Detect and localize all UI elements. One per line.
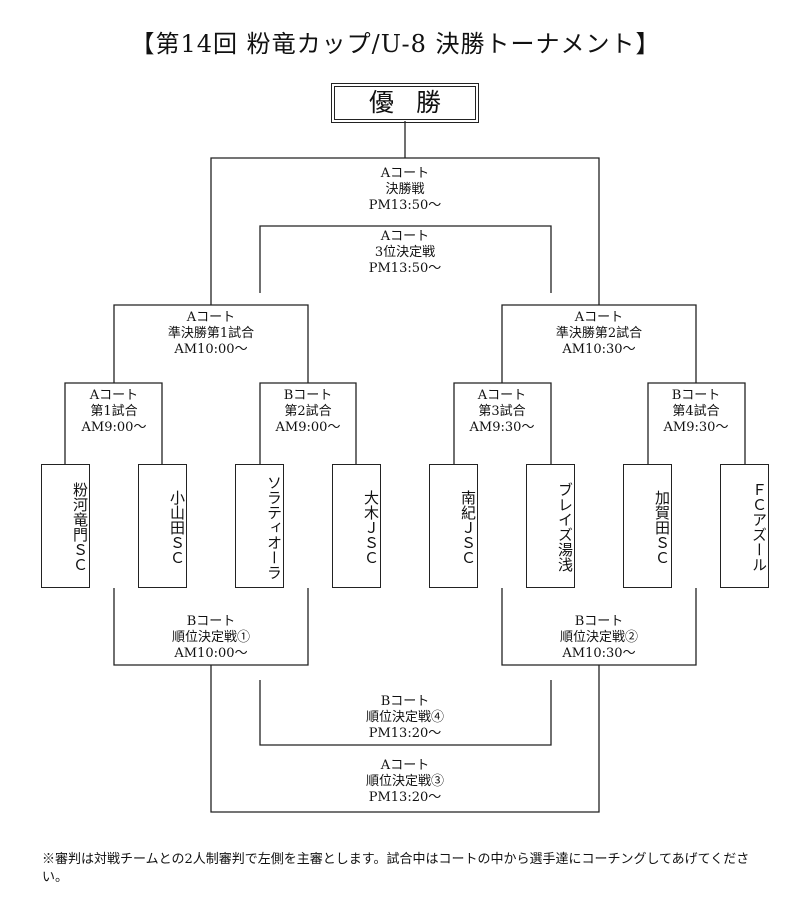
match-name: 順位決定戦② bbox=[559, 630, 639, 645]
match-name: 準決勝第1試合 bbox=[167, 326, 255, 341]
match-name: 準決勝第2試合 bbox=[555, 326, 643, 341]
match-name: 第2試合 bbox=[284, 404, 332, 419]
match-qf4: Bコート 第4試合 AM9:30～ bbox=[664, 388, 729, 436]
team-name: 南紀ＪＳＣ bbox=[459, 489, 477, 565]
court-label: Aコート bbox=[574, 310, 624, 325]
match-name: 決勝戦 bbox=[385, 182, 425, 197]
match-qf2: Bコート 第2試合 AM9:00～ bbox=[276, 388, 341, 436]
team-box: ソラティオーラ bbox=[235, 464, 284, 588]
team-box: ＦＣアズール bbox=[720, 464, 769, 588]
match-time: PM13:20～ bbox=[368, 790, 442, 805]
line-qf3 bbox=[453, 382, 552, 464]
footnote: ※審判は対戦チームとの2人制審判で左側を主審とします。試合中はコートの中から選手… bbox=[42, 852, 750, 885]
team-name: 小山田ＳＣ bbox=[168, 489, 186, 565]
line-qf1 bbox=[64, 382, 163, 464]
court-label: Aコート bbox=[186, 310, 236, 325]
team-box: 粉河竜門ＳＣ bbox=[41, 464, 90, 588]
match-rank4: Bコート 順位決定戦④ PM13:20～ bbox=[366, 694, 444, 742]
court-label: Bコート bbox=[574, 614, 624, 629]
team-name: ブレイズ湯浅 bbox=[556, 482, 574, 572]
court-label: Bコート bbox=[380, 694, 430, 709]
match-time: AM10:00～ bbox=[174, 646, 248, 661]
court-label: Aコート bbox=[380, 758, 430, 773]
match-time: AM9:00～ bbox=[81, 420, 147, 435]
line-semi1 bbox=[113, 304, 309, 383]
champion-box: 優勝 bbox=[331, 83, 479, 123]
match-time: PM13:50～ bbox=[368, 261, 442, 276]
team-box: 南紀ＪＳＣ bbox=[429, 464, 478, 588]
court-label: Aコート bbox=[380, 166, 430, 181]
match-rank3: Aコート 順位決定戦③ PM13:20～ bbox=[366, 758, 444, 806]
line-qf2 bbox=[259, 382, 357, 464]
match-time: PM13:20～ bbox=[368, 726, 442, 741]
match-name: 3位決定戦 bbox=[374, 245, 436, 260]
match-rank1: Bコート 順位決定戦① AM10:00～ bbox=[172, 614, 250, 662]
team-box: ブレイズ湯浅 bbox=[526, 464, 575, 588]
court-label: Bコート bbox=[186, 614, 236, 629]
match-third-place: Aコート 3位決定戦 PM13:50～ bbox=[369, 229, 442, 277]
team-name: ＦＣアズール bbox=[750, 482, 768, 572]
match-time: PM13:50～ bbox=[368, 198, 442, 213]
match-name: 第3試合 bbox=[478, 404, 526, 419]
page-title: 【第14回 粉竜カップ/U-8 決勝トーナメント】 bbox=[130, 30, 661, 58]
team-name: 大木ＪＳＣ bbox=[362, 489, 380, 565]
team-name: 粉河竜門ＳＣ bbox=[71, 482, 89, 572]
team-name: 加賀田ＳＣ bbox=[653, 489, 671, 565]
team-box: 小山田ＳＣ bbox=[138, 464, 187, 588]
match-qf3: Aコート 第3試合 AM9:30～ bbox=[470, 388, 535, 436]
match-qf1: Aコート 第1試合 AM9:00～ bbox=[82, 388, 147, 436]
team-box: 大木ＪＳＣ bbox=[332, 464, 381, 588]
team-box: 加賀田ＳＣ bbox=[623, 464, 672, 588]
match-time: AM10:30～ bbox=[562, 342, 636, 357]
match-name: 第1試合 bbox=[90, 404, 138, 419]
match-time: AM10:30～ bbox=[562, 646, 636, 661]
court-label: Bコート bbox=[283, 388, 333, 403]
line-rank3 bbox=[210, 665, 600, 813]
court-label: Aコート bbox=[477, 388, 527, 403]
match-name: 順位決定戦① bbox=[171, 630, 251, 645]
match-name: 順位決定戦③ bbox=[365, 774, 445, 789]
line-semi2 bbox=[501, 304, 697, 383]
match-time: AM9:30～ bbox=[663, 420, 729, 435]
line-third-place bbox=[259, 225, 552, 293]
court-label: Aコート bbox=[380, 229, 430, 244]
match-semi2: Aコート 準決勝第2試合 AM10:30～ bbox=[556, 310, 642, 358]
match-time: AM10:00～ bbox=[174, 342, 248, 357]
court-label: Bコート bbox=[671, 388, 721, 403]
court-label: Aコート bbox=[89, 388, 139, 403]
match-final: Aコート 決勝戦 PM13:50～ bbox=[369, 166, 442, 214]
match-time: AM9:30～ bbox=[469, 420, 535, 435]
match-semi1: Aコート 準決勝第1試合 AM10:00～ bbox=[168, 310, 254, 358]
match-time: AM9:00～ bbox=[275, 420, 341, 435]
line-rank4 bbox=[259, 680, 552, 746]
team-name: ソラティオーラ bbox=[265, 474, 283, 580]
line-final bbox=[210, 157, 600, 305]
line-qf4 bbox=[647, 382, 746, 464]
match-name: 第4試合 bbox=[672, 404, 720, 419]
match-name: 順位決定戦④ bbox=[365, 710, 445, 725]
match-rank2: Bコート 順位決定戦② AM10:30～ bbox=[560, 614, 638, 662]
